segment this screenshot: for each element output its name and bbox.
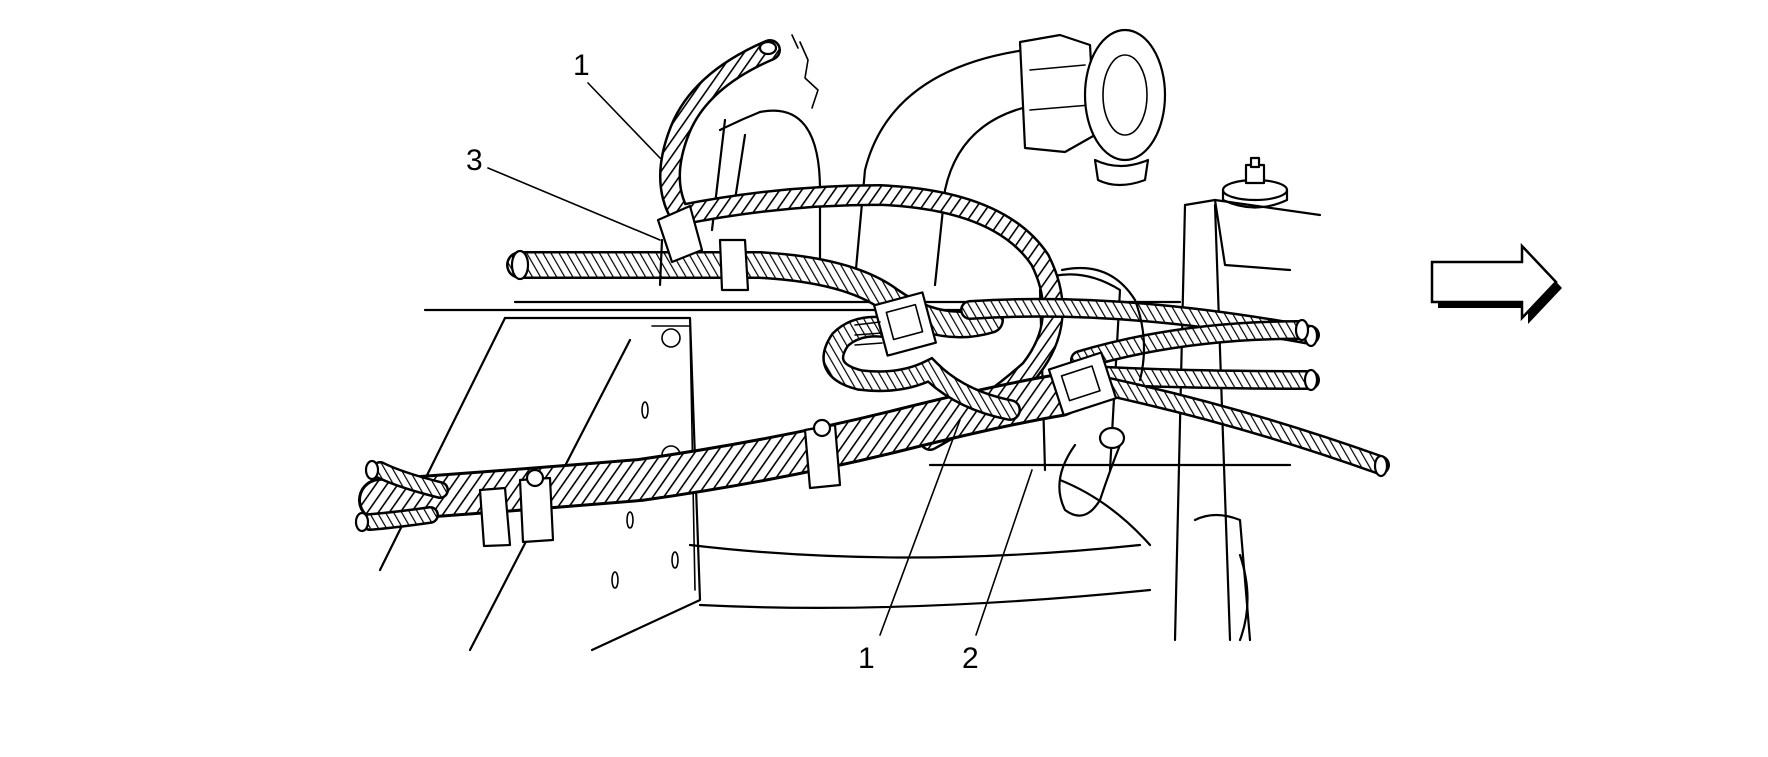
callout-2: 2 — [962, 642, 979, 675]
connectors — [854, 291, 1118, 417]
coolant-pipe — [853, 28, 1167, 472]
leader-1-top — [587, 82, 661, 159]
leader-2 — [975, 469, 1033, 636]
right-arrow-icon — [1430, 242, 1562, 324]
callouts: 1 3 1 2 — [466, 49, 979, 675]
clips — [478, 204, 1146, 548]
callout-3: 3 — [466, 144, 483, 177]
leader-3 — [487, 167, 661, 241]
leader-1-bottom — [879, 419, 961, 636]
callout-leaders — [487, 82, 1033, 636]
callout-1-bottom: 1 — [858, 642, 875, 675]
wiring-harness — [354, 39, 1390, 533]
callout-1-top: 1 — [573, 49, 590, 82]
